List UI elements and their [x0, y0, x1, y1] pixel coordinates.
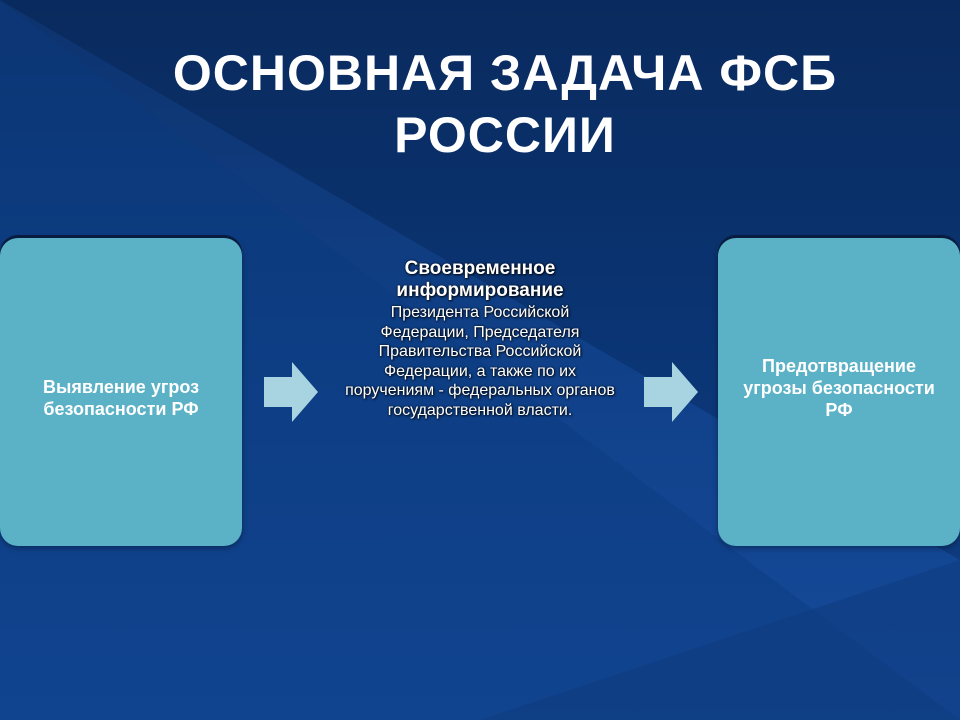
slide-title: ОСНОВНАЯ ЗАДАЧА ФСБ РОССИИ [172, 45, 838, 163]
threat-prevention-box: Предотвращение угрозы безопасности РФ [718, 238, 960, 546]
informing-body: Президента Российской Федерации, Председ… [345, 304, 615, 419]
right-arrow-icon [264, 362, 318, 422]
threat-detection-box: Выявление угроз безопасности РФ [0, 238, 242, 546]
threat-prevention-label: Предотвращение угрозы безопасности РФ [743, 356, 935, 420]
informing-block: Своевременное информирование Президента … [345, 258, 615, 420]
threat-detection-label: Выявление угроз безопасности РФ [42, 377, 200, 419]
informing-heading: Своевременное информирование [396, 258, 564, 301]
right-arrow-icon [644, 362, 698, 422]
